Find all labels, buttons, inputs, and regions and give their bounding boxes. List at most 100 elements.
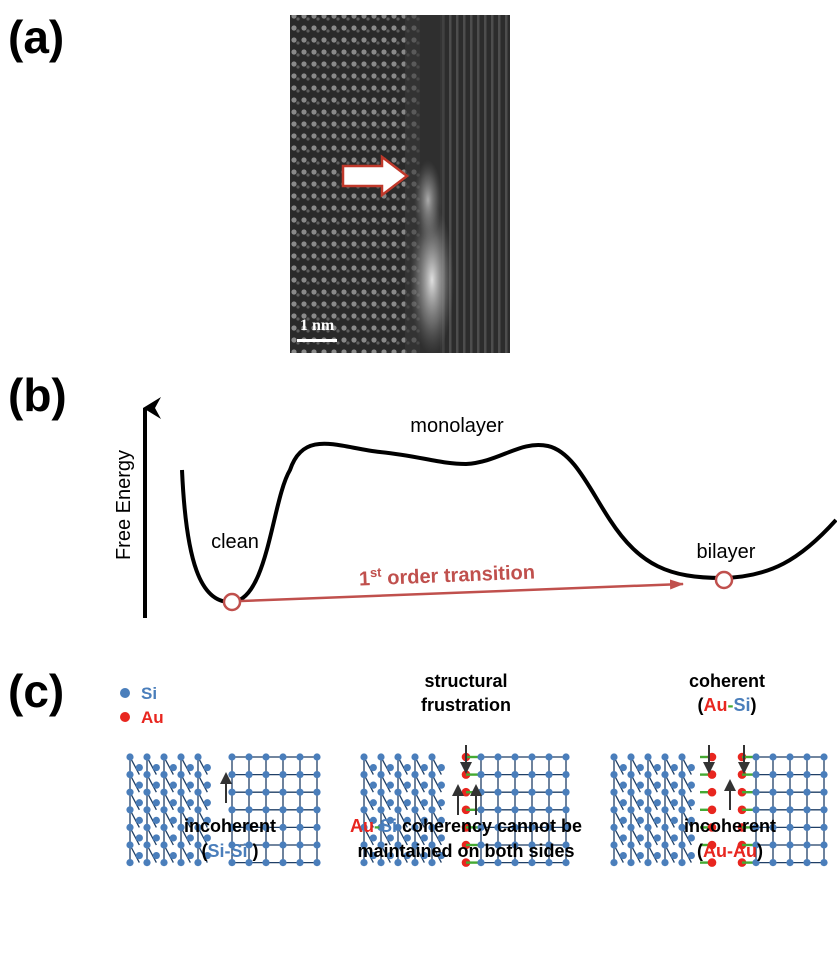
si-atom [644,806,652,814]
si-atom [545,841,553,849]
si-atom [619,799,627,807]
si-atom [194,823,202,832]
arrow-coherent-left [703,745,715,774]
si-atom [313,841,321,849]
si-atom [203,851,211,860]
si-atom [661,841,669,849]
si-atom [228,841,236,849]
si-atom [494,771,502,779]
pointer-arrows [220,745,750,815]
si-atom [126,806,134,814]
si-atom [670,816,678,824]
si-atom [279,771,287,779]
si-atom [803,823,811,832]
si-atom [752,859,760,867]
si-atom [403,816,411,824]
structural-frustration-line1: structural [424,671,507,691]
si-atom [177,753,185,761]
si-atom [636,781,644,789]
si-atom [245,841,253,849]
si-atom [687,763,695,772]
si-atom [245,788,253,796]
si-atom [177,806,185,814]
si-atom [670,834,678,842]
energy-axis-label: Free Energy [113,450,135,560]
si-atom [420,799,428,807]
si-atom [245,771,253,779]
si-atom [228,771,236,779]
si-atom [752,753,760,761]
si-atom [262,788,270,796]
si-atom [403,763,411,772]
coherent-title: coherent [689,671,765,691]
si-atom [752,806,760,814]
si-atom [377,788,385,796]
si-atom [160,841,168,849]
si-atom [394,788,402,796]
si-atom [152,763,160,772]
si-atom [194,806,202,814]
si-atom [437,799,445,807]
si-atom [610,823,618,832]
si-atom [752,771,760,779]
si-atom [126,771,134,779]
si-atom [143,823,151,832]
si-atom [661,859,669,867]
si-atom [177,841,185,849]
si-atom [769,753,777,761]
si-atom [228,823,236,832]
si-atom [169,763,177,772]
incoherent-si-si-title: incoherent [184,816,276,836]
si-atom [420,834,428,842]
si-atom [411,788,419,796]
si-atom [494,859,502,867]
si-atom [194,753,202,761]
si-atom [203,834,211,842]
si-atom [296,859,304,867]
si-atom [820,823,828,832]
si-atom [296,823,304,832]
si-atom [394,806,402,814]
si-atom [194,771,202,779]
si-atom [203,799,211,807]
legend-au-dot [120,712,130,722]
si-atom [670,799,678,807]
si-atom [313,753,321,761]
si-atom [420,816,428,824]
si-atom [627,823,635,832]
si-atom [545,806,553,814]
si-atom [786,806,794,814]
legend-au-label: Au [141,708,164,727]
si-atom [377,771,385,779]
si-atom [203,816,211,824]
si-atom [769,841,777,849]
si-atom [687,781,695,789]
si-atom [296,753,304,761]
si-atom [169,834,177,842]
diagram1-labels: incoherent (Si-Si ) [184,816,276,861]
si-atom [670,851,678,860]
si-atom [528,859,536,867]
si-atom [228,753,236,761]
si-atom [160,806,168,814]
si-atom [619,781,627,789]
si-atom [627,859,635,867]
au-atom [707,858,717,867]
au-atom [707,840,717,850]
si-atom [769,788,777,796]
legend-si-label: Si [141,684,157,703]
panel-label-b: (b) [8,369,67,421]
atomic-lattices [126,752,828,867]
si-atom [279,859,287,867]
si-atom [477,859,485,867]
si-atom [786,823,794,832]
si-atom [369,799,377,807]
si-atom [126,841,134,849]
si-atom [786,859,794,867]
si-atom [769,823,777,832]
si-atom [428,806,436,814]
si-atom [169,799,177,807]
si-atom [403,799,411,807]
si-atom [279,806,287,814]
